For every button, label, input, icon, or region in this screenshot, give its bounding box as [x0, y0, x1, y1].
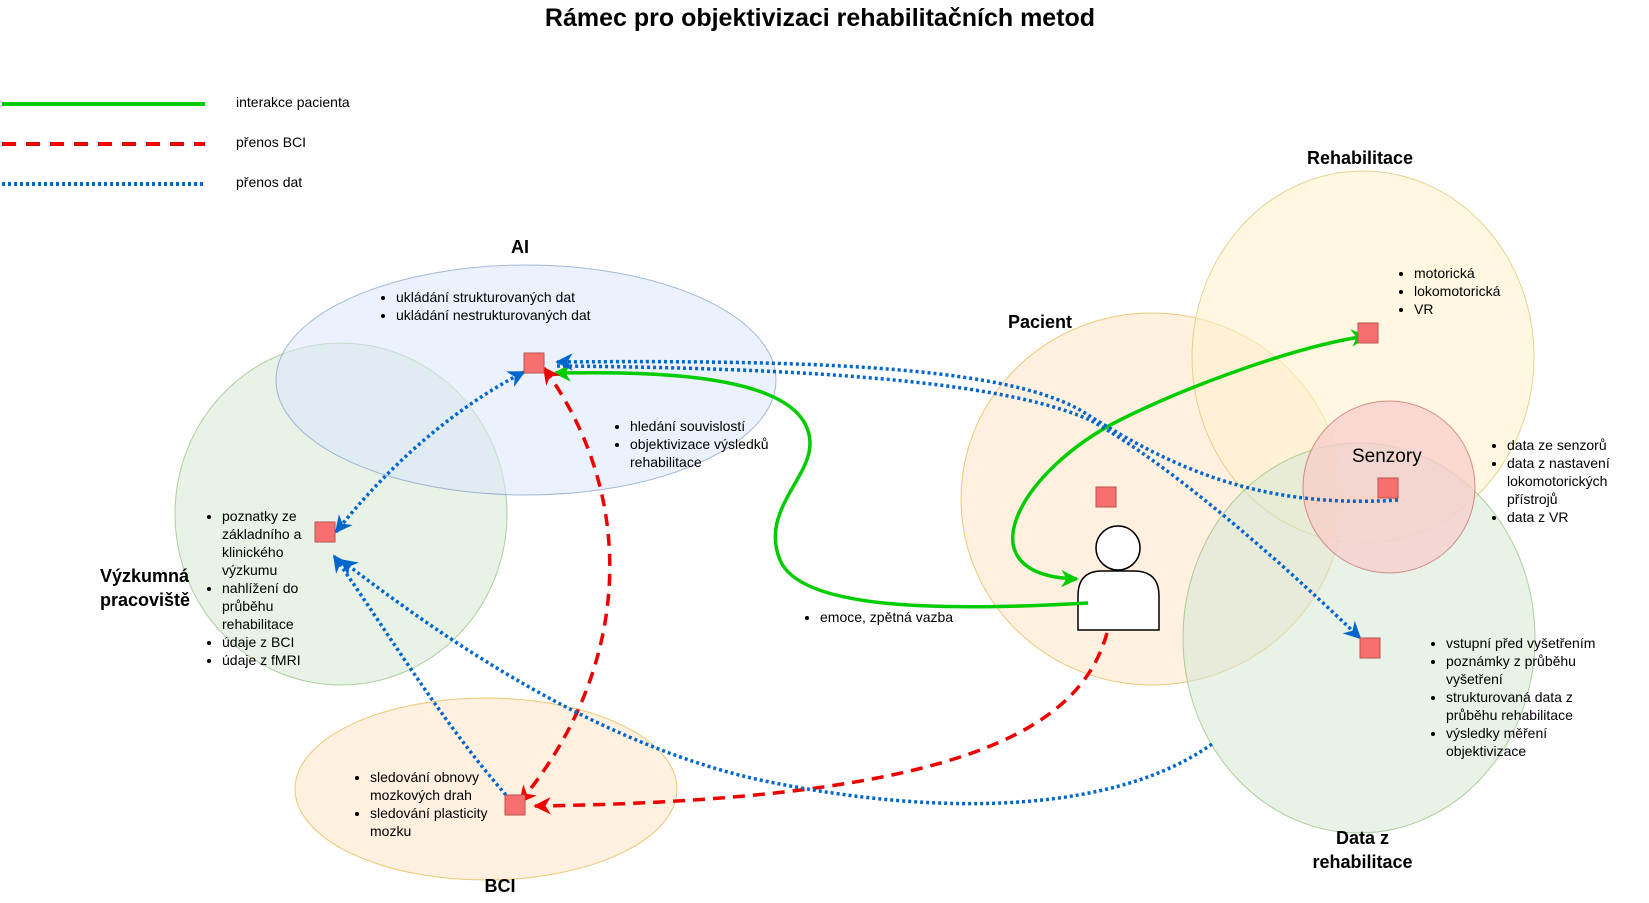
list-item: strukturovaná data z průběhu rehabilitac…	[1446, 688, 1596, 724]
patient-list: emoce, zpětná vazba	[798, 608, 1020, 626]
list-item: ukládání nestrukturovaných dat	[396, 306, 596, 324]
bci-title: BCI	[484, 876, 516, 896]
patient-node	[1095, 486, 1117, 508]
rehabilitation-node	[1357, 322, 1379, 344]
rehab-data-node	[1359, 637, 1381, 659]
list-item: vstupní před vyšetřením	[1446, 634, 1596, 652]
green-arrow-patient-to-rehabilitation	[1011, 329, 1369, 588]
list-item: poznatky ze základního a klinického výzk…	[222, 507, 334, 579]
list-item: motorická	[1414, 264, 1554, 282]
list-item: objektivizace výsledků rehabilitace	[630, 435, 780, 471]
rehabilitation-title: Rehabilitace	[1306, 148, 1414, 168]
research-list: poznatky ze základního a klinického výzk…	[200, 507, 334, 669]
bci-node	[504, 794, 526, 816]
list-item: výsledky měření objektivizace	[1446, 724, 1596, 760]
legend-label-bci-transfer: přenos BCI	[236, 134, 307, 150]
list-item: údaje z BCI	[222, 633, 334, 651]
sensors-node	[1377, 477, 1399, 499]
bci-list: sledování obnovy mozkových drah sledován…	[348, 768, 530, 840]
list-item: hledání souvislostí	[630, 417, 780, 435]
diagram-title: Rámec pro objektivizaci rehabilitačních …	[544, 4, 1096, 32]
sensors-list: data ze senzorů data z nastavení lokomot…	[1485, 436, 1649, 526]
legend-label-data-transfer: přenos dat	[236, 174, 303, 190]
list-item: nahlížení do průběhu rehabilitace	[222, 579, 334, 633]
sensors-title: Senzory	[1352, 446, 1422, 467]
blue-arrow-rehabdata-to-research	[339, 558, 1214, 806]
ai-storage-list: ukládání strukturovaných dat ukládání ne…	[374, 288, 596, 324]
blue-arrow-sensors-to-ai	[555, 353, 1399, 503]
legend-label-patient-interaction: interakce pacienta	[236, 94, 350, 110]
rehabilitation-list: motorická lokomotorická VR	[1392, 264, 1554, 318]
list-item: poznámky z průběhu vyšetření	[1446, 652, 1596, 688]
bci-region	[294, 697, 678, 881]
ai-node	[523, 352, 545, 374]
list-item: data z nastavení lokomotorických přístro…	[1507, 454, 1649, 508]
red-arrow-patient-to-bci	[533, 632, 1109, 815]
rehab-data-title: Data z rehabilitace	[1312, 828, 1413, 872]
red-arrow-ai-bci	[518, 366, 612, 804]
patient-title: Pacient	[1007, 312, 1073, 332]
list-item: emoce, zpětná vazba	[820, 608, 1020, 626]
list-item: data z VR	[1507, 508, 1649, 526]
blue-arrow-ai-research	[334, 370, 526, 534]
blue-arrow-ai-to-rehabdata	[556, 364, 1362, 640]
list-item: lokomotorická	[1414, 282, 1554, 300]
research-title: Výzkumná pracoviště	[100, 566, 191, 610]
research-node	[314, 521, 336, 543]
list-item: údaje z fMRI	[222, 651, 334, 669]
list-item: ukládání strukturovaných dat	[396, 288, 596, 306]
ai-title: AI	[511, 237, 529, 257]
list-item: data ze senzorů	[1507, 436, 1649, 454]
list-item: sledování plasticity mozku	[370, 804, 530, 840]
list-item: sledování obnovy mozkových drah	[370, 768, 530, 804]
rehab-data-list: vstupní před vyšetřením poznámky z průbě…	[1424, 634, 1596, 760]
list-item: VR	[1414, 300, 1554, 318]
ai-analysis-list: hledání souvislostí objektivizace výsled…	[608, 417, 780, 471]
green-arrow-patient-to-ai	[553, 364, 1089, 609]
